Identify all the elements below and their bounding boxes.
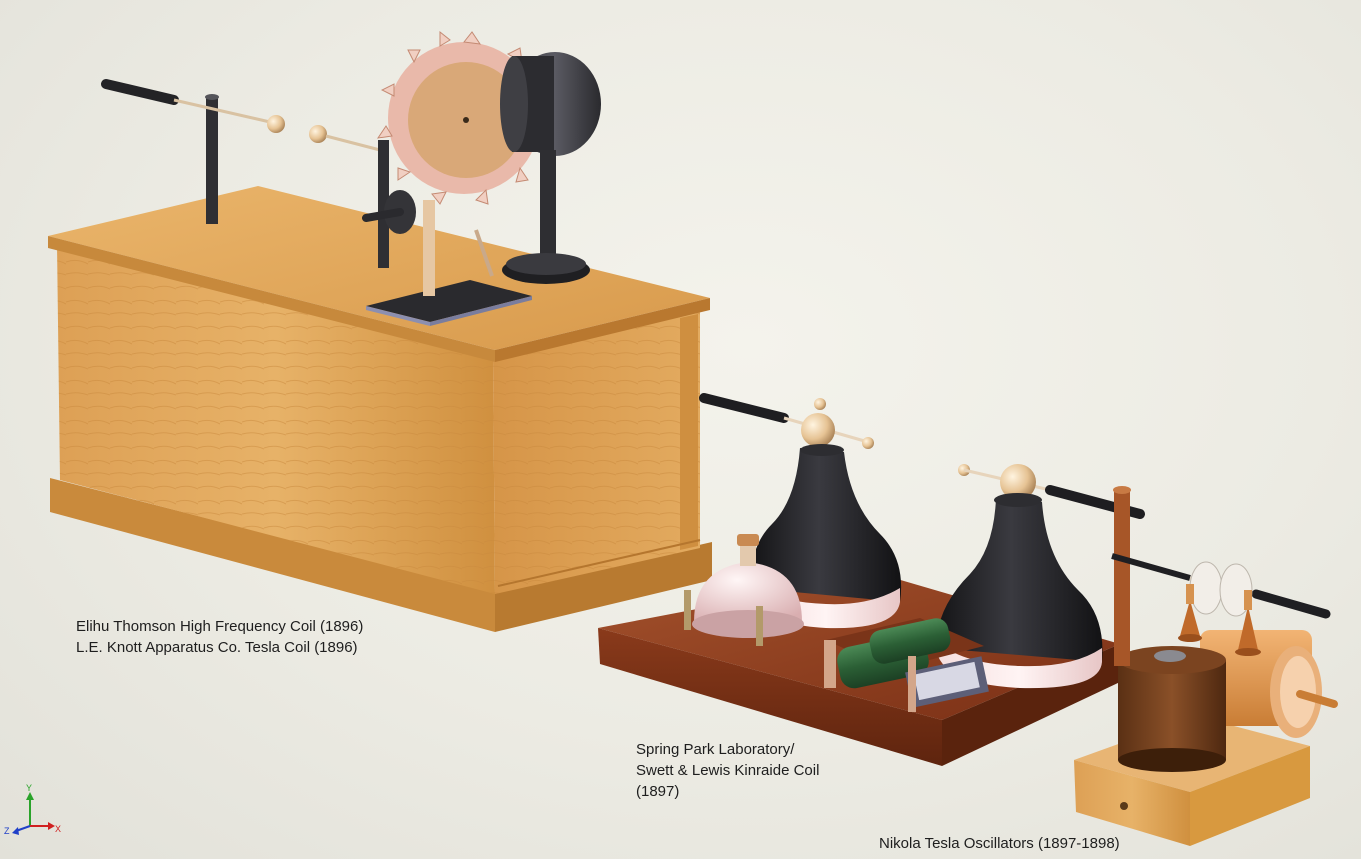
middle-post [378,140,389,268]
z-axis-label: Z [4,826,10,836]
kinraide-coil-apparatus [598,393,1145,766]
caption-line: Spring Park Laboratory/ [636,741,795,758]
caption-line: L.E. Knott Apparatus Co. Tesla Coil (189… [76,639,358,656]
x-axis-label: X [55,824,61,834]
tesla-oscillator-apparatus [1074,486,1338,846]
caption-line: Nikola Tesla Oscillators (1897-1898) [879,835,1120,852]
oscillator-base-front [1074,760,1190,846]
box-plinth-side [495,542,712,632]
caption-thomson-knott: Elihu Thomson High Frequency Coil (1896)… [76,616,363,658]
left-handle [101,79,179,105]
box-plinth-front [50,478,495,632]
y-axis-label: Y [26,783,32,793]
terminal-ball-left [801,413,835,447]
condenser-dome [684,534,804,646]
spark-ball-right [309,125,327,143]
caption-tesla-oscillators: Nikola Tesla Oscillators (1897-1898) [879,833,1120,854]
caption-spring-park: Spring Park Laboratory/ Swett & Lewis Ki… [636,739,819,802]
caption-line: Elihu Thomson High Frequency Coil (1896) [76,618,364,635]
spark-ball-left [267,115,285,133]
left-post [206,96,218,224]
caption-line: Swett & Lewis Kinraide Coil [636,762,820,779]
motor [500,52,601,284]
induction-coil [824,618,989,712]
caption-line: (1897) [636,783,680,800]
axis-triad-icon: Y X Z [4,783,61,836]
copper-coil-drum [1118,646,1226,772]
oscillator-post [1114,490,1130,666]
spark-disc-left [1189,561,1223,615]
thomson-coil-apparatus [48,30,712,632]
mahogany-base-front [598,628,942,766]
terminal-ball-right [1000,464,1036,500]
